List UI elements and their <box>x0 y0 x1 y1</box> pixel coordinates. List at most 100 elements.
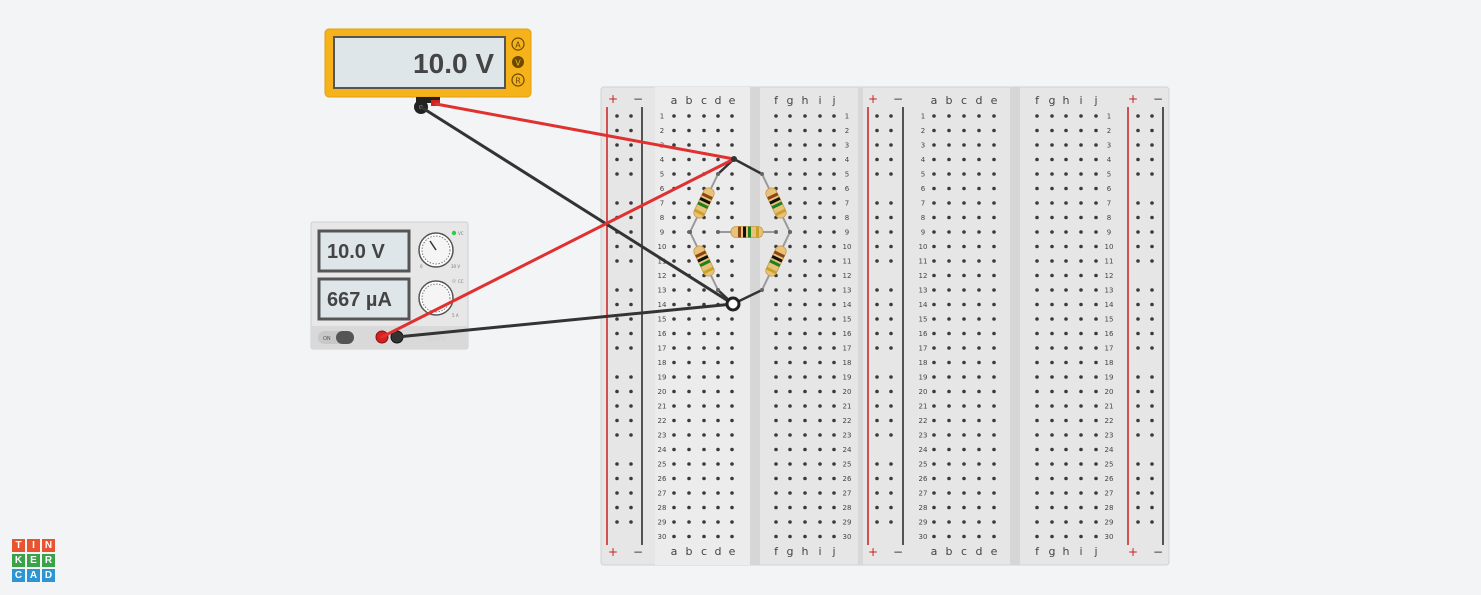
terminal-hole[interactable] <box>1079 302 1083 307</box>
terminal-hole[interactable] <box>977 404 981 408</box>
rail-hole[interactable] <box>1150 143 1154 147</box>
rail-hole[interactable] <box>1150 244 1154 249</box>
terminal-hole[interactable] <box>774 389 778 394</box>
terminal-hole[interactable] <box>672 273 676 278</box>
rail-hole[interactable] <box>1150 505 1154 510</box>
terminal-hole[interactable] <box>1094 331 1098 336</box>
terminal-hole[interactable] <box>1035 157 1039 162</box>
terminal-hole[interactable] <box>716 273 720 278</box>
terminal-hole[interactable] <box>702 143 706 147</box>
terminal-hole[interactable] <box>932 404 936 408</box>
terminal-hole[interactable] <box>1094 476 1098 481</box>
terminal-hole[interactable] <box>1050 418 1054 423</box>
terminal-hole[interactable] <box>932 534 936 539</box>
terminal-hole[interactable] <box>687 389 691 394</box>
terminal-hole[interactable] <box>1050 520 1054 524</box>
terminal-hole[interactable] <box>1035 128 1039 133</box>
rail-hole[interactable] <box>1136 462 1140 466</box>
terminal-hole[interactable] <box>977 346 981 350</box>
terminal-hole[interactable] <box>774 331 778 336</box>
terminal-hole[interactable] <box>977 462 981 466</box>
terminal-hole[interactable] <box>788 520 792 524</box>
terminal-hole[interactable] <box>1079 143 1083 147</box>
terminal-hole[interactable] <box>1050 244 1054 249</box>
terminal-hole[interactable] <box>1050 491 1054 495</box>
terminal-hole[interactable] <box>832 418 836 423</box>
terminal-hole[interactable] <box>832 128 836 133</box>
terminal-hole[interactable] <box>774 128 778 133</box>
terminal-hole[interactable] <box>730 433 734 437</box>
terminal-hole[interactable] <box>962 288 966 292</box>
rail-hole[interactable] <box>875 201 879 205</box>
rail-hole[interactable] <box>629 404 633 408</box>
terminal-hole[interactable] <box>672 534 676 539</box>
rail-hole[interactable] <box>629 418 633 423</box>
terminal-hole[interactable] <box>1035 259 1039 263</box>
rail-hole[interactable] <box>615 505 619 510</box>
rail-hole[interactable] <box>889 244 893 249</box>
terminal-hole[interactable] <box>1064 418 1068 423</box>
terminal-hole[interactable] <box>730 520 734 524</box>
rail-hole[interactable] <box>1150 491 1154 495</box>
terminal-hole[interactable] <box>730 447 734 452</box>
terminal-hole[interactable] <box>730 389 734 394</box>
terminal-hole[interactable] <box>716 375 720 379</box>
terminal-hole[interactable] <box>832 215 836 220</box>
terminal-hole[interactable] <box>1035 491 1039 495</box>
terminal-hole[interactable] <box>716 505 720 510</box>
terminal-hole[interactable] <box>1079 259 1083 263</box>
rail-hole[interactable] <box>629 259 633 263</box>
terminal-hole[interactable] <box>803 288 807 292</box>
terminal-hole[interactable] <box>818 128 822 133</box>
terminal-hole[interactable] <box>1079 128 1083 133</box>
rail-hole[interactable] <box>629 288 633 292</box>
terminal-hole[interactable] <box>1050 375 1054 379</box>
terminal-hole[interactable] <box>788 433 792 437</box>
terminal-hole[interactable] <box>962 215 966 220</box>
terminal-hole[interactable] <box>992 157 996 162</box>
rail-hole[interactable] <box>1136 331 1140 336</box>
rail-hole[interactable] <box>1136 128 1140 133</box>
rail-hole[interactable] <box>615 375 619 379</box>
rail-hole[interactable] <box>615 433 619 437</box>
terminal-hole[interactable] <box>947 128 951 133</box>
rail-hole[interactable] <box>889 331 893 336</box>
terminal-hole[interactable] <box>962 346 966 350</box>
terminal-hole[interactable] <box>788 389 792 394</box>
terminal-hole[interactable] <box>716 491 720 495</box>
terminal-hole[interactable] <box>818 114 822 118</box>
rail-hole[interactable] <box>875 375 879 379</box>
terminal-hole[interactable] <box>962 273 966 278</box>
terminal-hole[interactable] <box>803 302 807 307</box>
terminal-hole[interactable] <box>803 128 807 133</box>
terminal-hole[interactable] <box>672 433 676 437</box>
rail-hole[interactable] <box>889 375 893 379</box>
rail-hole[interactable] <box>889 346 893 350</box>
terminal-hole[interactable] <box>716 520 720 524</box>
terminal-hole[interactable] <box>788 157 792 162</box>
terminal-hole[interactable] <box>1064 476 1068 481</box>
terminal-hole[interactable] <box>1094 128 1098 133</box>
terminal-hole[interactable] <box>672 491 676 495</box>
terminal-hole[interactable] <box>962 244 966 249</box>
terminal-hole[interactable] <box>818 476 822 481</box>
rail-hole[interactable] <box>889 505 893 510</box>
terminal-hole[interactable] <box>832 404 836 408</box>
rail-hole[interactable] <box>1150 520 1154 524</box>
terminal-hole[interactable] <box>687 447 691 452</box>
terminal-hole[interactable] <box>803 230 807 234</box>
rail-hole[interactable] <box>889 114 893 118</box>
terminal-hole[interactable] <box>992 389 996 394</box>
terminal-hole[interactable] <box>932 230 936 234</box>
terminal-hole[interactable] <box>774 447 778 452</box>
terminal-hole[interactable] <box>803 201 807 205</box>
terminal-hole[interactable] <box>730 128 734 133</box>
terminal-hole[interactable] <box>730 317 734 321</box>
terminal-hole[interactable] <box>932 389 936 394</box>
rail-hole[interactable] <box>615 462 619 466</box>
rail-hole[interactable] <box>615 491 619 495</box>
rail-hole[interactable] <box>1136 288 1140 292</box>
rail-hole[interactable] <box>889 128 893 133</box>
terminal-hole[interactable] <box>818 244 822 249</box>
terminal-hole[interactable] <box>992 302 996 307</box>
